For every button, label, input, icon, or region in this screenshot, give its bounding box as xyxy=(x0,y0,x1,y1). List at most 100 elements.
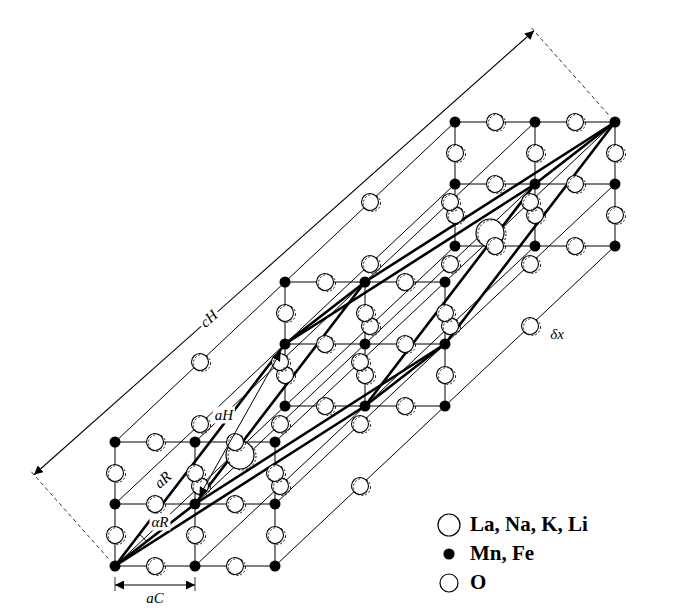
rhombohedral-cell-edge xyxy=(115,406,365,566)
oxygen-atom xyxy=(352,478,369,495)
oxygen-atom xyxy=(352,354,369,371)
oxygen-displaced xyxy=(449,146,466,163)
rhombohedral-cell-edge xyxy=(445,122,615,344)
oxygen-atom xyxy=(277,305,294,322)
oxygen-displaced xyxy=(609,146,626,163)
cubic-cell-line xyxy=(365,246,535,406)
oxygen-atom xyxy=(487,176,504,193)
angle-arc xyxy=(139,534,146,541)
legend-entry: La, Na, K, Li xyxy=(436,510,588,539)
oxygen-atom xyxy=(352,416,369,433)
cubic-cell-line xyxy=(275,406,445,566)
legend-text: O xyxy=(470,571,486,594)
dimension-label: aH xyxy=(213,407,235,424)
oxygen-atom xyxy=(317,274,334,291)
legend-text: La, Na, K, Li xyxy=(470,513,588,536)
oxygen-displaced xyxy=(444,257,461,274)
oxygen-atom xyxy=(147,434,164,451)
oxygen-atom xyxy=(267,465,284,482)
oxygen-displaced xyxy=(354,355,371,372)
oxygen-displaced xyxy=(189,466,206,483)
angle-label: αR xyxy=(149,514,170,531)
oxygen-displaced xyxy=(269,466,286,483)
oxygen-atom xyxy=(567,114,584,131)
oxygen-displaced xyxy=(364,195,381,212)
oxygen-displaced xyxy=(364,257,381,274)
oxygen-displaced xyxy=(229,435,246,452)
dimension-arrow xyxy=(115,585,195,586)
oxygen-atom xyxy=(567,238,584,255)
oxygen-atom xyxy=(362,256,379,273)
oxygen-displaced xyxy=(274,417,291,434)
rhombohedral-cell-edge xyxy=(365,122,615,282)
b-site-atom xyxy=(450,117,461,128)
b-site-atom xyxy=(530,179,541,190)
oxygen-atom xyxy=(487,238,504,255)
oxygen-atom xyxy=(362,194,379,211)
a-site-symbol xyxy=(438,514,460,536)
oxygen-displaced xyxy=(194,355,211,372)
extension-line xyxy=(115,577,116,591)
oxygen-atom xyxy=(147,558,164,575)
oxygen-atom xyxy=(607,207,624,224)
cubic-cell-line xyxy=(115,406,285,566)
rhombohedral-cell-edge xyxy=(115,344,285,566)
b-site-atom xyxy=(280,277,291,288)
rhombohedral-cell-edge xyxy=(285,184,535,344)
legend-sample xyxy=(436,512,462,538)
oxygen-displaced xyxy=(319,399,336,416)
oxygen-atom xyxy=(607,145,624,162)
oxygen-atom xyxy=(522,318,539,335)
oxygen-atom xyxy=(357,305,374,322)
oxygen-displaced xyxy=(359,306,376,323)
dimension-label: cH xyxy=(195,306,222,333)
rhombohedral-cell-edge xyxy=(365,344,445,406)
b-site-atom xyxy=(270,437,281,448)
b-site-symbol xyxy=(444,549,454,559)
cubic-cell-line xyxy=(285,246,455,406)
oxygen-atom xyxy=(107,527,124,544)
rhombohedral-cell-edge xyxy=(195,282,365,504)
oxygen-displaced xyxy=(569,115,586,132)
legend-sample xyxy=(436,541,462,567)
oxygen-atom xyxy=(397,398,414,415)
dimension-label: aC xyxy=(144,590,166,607)
oxygen-displaced xyxy=(319,275,336,292)
legend-entry: O xyxy=(436,568,588,597)
b-site-atom xyxy=(440,277,451,288)
b-site-atom xyxy=(530,241,541,252)
oxygen-atom xyxy=(267,527,284,544)
legend: La, Na, K, Li Mn, Fe O xyxy=(436,510,588,597)
oxygen-displaced xyxy=(489,239,506,256)
oxygen-displaced xyxy=(109,466,126,483)
oxygen-displaced xyxy=(489,115,506,132)
b-site-atom xyxy=(450,241,461,252)
oxygen-atom xyxy=(147,496,164,513)
oxygen-displaced xyxy=(279,306,296,323)
oxygen-atom xyxy=(272,416,289,433)
legend-text: Mn, Fe xyxy=(470,542,534,565)
b-site-atom xyxy=(610,117,621,128)
cubic-cell-line xyxy=(445,184,615,344)
dimension-arrow xyxy=(199,352,280,496)
oxygen-atom xyxy=(442,194,459,211)
oxygen-displaced xyxy=(109,528,126,545)
b-site-atom xyxy=(440,339,451,350)
oxygen-atom xyxy=(487,114,504,131)
oxygen-atom xyxy=(272,354,289,371)
oxygen-displaced xyxy=(524,195,541,212)
b-site-atom xyxy=(440,401,451,412)
oxygen-displaced xyxy=(489,177,506,194)
b-site-atom xyxy=(610,179,621,190)
oxygen-atom xyxy=(397,336,414,353)
cubic-cell-line xyxy=(445,122,615,282)
b-site-atom xyxy=(360,401,371,412)
oxygen-atom xyxy=(527,145,544,162)
b-site-atom xyxy=(360,277,371,288)
oxygen-atom xyxy=(192,416,209,433)
oxygen-atom xyxy=(187,527,204,544)
extension-line xyxy=(30,470,108,558)
oxygen-displaced xyxy=(569,177,586,194)
oxygen-symbol xyxy=(440,574,458,592)
